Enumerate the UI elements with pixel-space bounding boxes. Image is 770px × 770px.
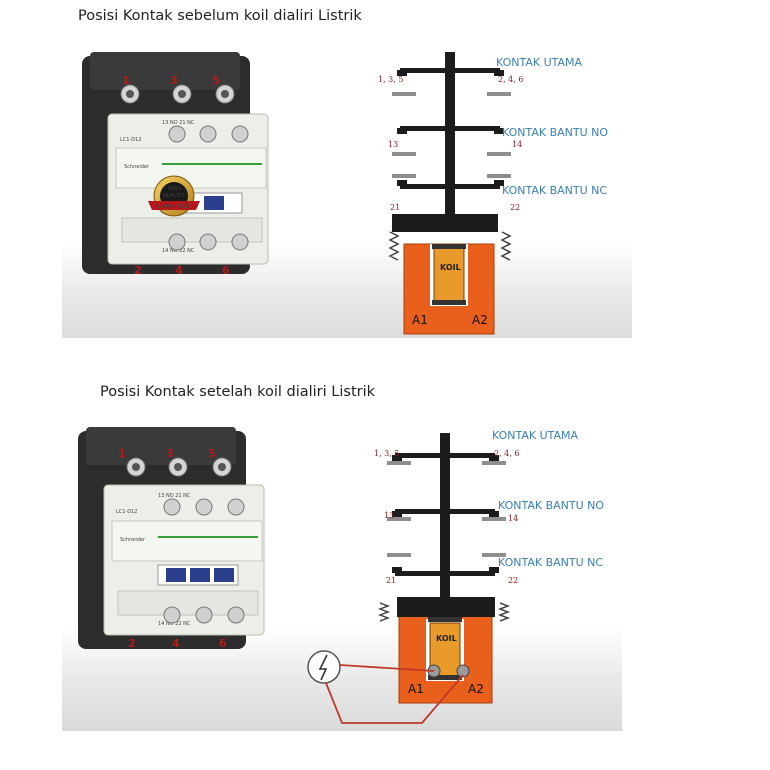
- top-terminal-screws: [120, 84, 235, 104]
- pins-2-4-6: 2, 4, 6: [494, 449, 519, 458]
- lightning-icon: [318, 654, 328, 681]
- badge-line2: QUALITY: [163, 193, 185, 199]
- contactor-photo: 1 3 5 LC1-D12 Schneider 13 NO 21 NC 14 N…: [82, 52, 269, 277]
- brand-label: Schneider: [120, 537, 146, 543]
- shaft: [440, 433, 450, 599]
- aux-bottom-label: 14 NO 22 NC: [158, 621, 191, 627]
- pin-14: 14: [512, 140, 522, 149]
- spring-right: [497, 602, 511, 622]
- brand-label: Schneider: [124, 164, 150, 170]
- diagram-before: 1 3 5 LC1-D12 Schneider 13 NO 21 NC 14 N…: [62, 52, 632, 338]
- aux-bottom-label: 14 NO 22 NC: [162, 248, 195, 254]
- top-terminal-1: 1: [118, 447, 126, 460]
- pin-13: 13: [384, 511, 394, 520]
- armature-block: [392, 214, 498, 232]
- pins-2-4-6: 2, 4, 6: [498, 75, 523, 84]
- pin-21: 21: [390, 203, 400, 212]
- pin-22: 22: [510, 203, 520, 212]
- diagram-after: 1 3 5 LC1-D12 Schneider 13 NO 21 NC 14 N…: [62, 427, 622, 731]
- label-kontak-bantu-no: KONTAK BANTU NO: [498, 499, 604, 512]
- spring-right: [500, 231, 512, 261]
- bottom-terminal-4: 4: [172, 637, 180, 650]
- top-terminal-1: 1: [122, 74, 130, 87]
- shaft: [445, 52, 455, 216]
- bottom-terminal-2: 2: [128, 637, 136, 650]
- pin-13: 13: [388, 140, 398, 149]
- spring-left: [377, 602, 391, 622]
- badge-line3: GUARANTEED: [155, 204, 190, 210]
- bottom-terminal-6: 6: [219, 637, 227, 650]
- label-kontak-bantu-nc: KONTAK BANTU NC: [498, 556, 603, 569]
- contactor-photo: 1 3 5 LC1-D12 Schneider 13 NO 21 NC 14 N…: [78, 427, 265, 650]
- pin-14: 14: [508, 514, 518, 523]
- model-label: LC1-D12: [120, 137, 141, 143]
- top-terminal-3: 3: [170, 74, 178, 87]
- terminal-a1: A1: [408, 682, 424, 696]
- spring-left: [388, 231, 400, 261]
- pins-1-3-5: 1, 3, 5: [374, 449, 399, 458]
- caption-before: Posisi Kontak sebelum koil dialiri Listr…: [78, 8, 362, 24]
- bottom-terminal-2: 2: [134, 264, 142, 277]
- power-source-icon: [307, 650, 341, 684]
- terminal-a2: A2: [472, 313, 488, 327]
- coil-label: KOIL: [436, 634, 457, 643]
- bottom-terminal-6: 6: [222, 264, 230, 277]
- contact-diagram-before: KOIL A1 A2 KONTAK UTAMA KONTAK BANTU NO …: [378, 52, 608, 335]
- caption-after: Posisi Kontak setelah koil dialiri Listr…: [100, 384, 376, 400]
- label-kontak-bantu-nc: KONTAK BANTU NC: [502, 184, 607, 197]
- aux-top-label: 13 NO 21 NC: [162, 120, 195, 126]
- coil-label: KOIL: [440, 263, 461, 272]
- pin-21: 21: [386, 576, 396, 585]
- wire-a1: [339, 664, 435, 672]
- top-terminal-5: 5: [208, 447, 216, 460]
- label-kontak-bantu-no: KONTAK BANTU NO: [502, 126, 608, 139]
- top-terminal-3: 3: [166, 447, 174, 460]
- top-terminal-5: 5: [212, 74, 220, 87]
- label-kontak-utama: KONTAK UTAMA: [492, 429, 579, 442]
- pin-22: 22: [508, 576, 518, 585]
- pins-1-3-5: 1, 3, 5: [378, 75, 403, 84]
- armature-block: [397, 597, 495, 617]
- quality-badge: HIGH QUALITY GUARANTEED: [148, 175, 200, 217]
- wire-a2: [325, 674, 464, 724]
- badge-line1: HIGH: [168, 186, 181, 192]
- terminal-a1: A1: [412, 313, 428, 327]
- model-label: LC1-D12: [116, 509, 137, 515]
- bottom-terminal-4: 4: [175, 264, 183, 277]
- label-kontak-utama: KONTAK UTAMA: [496, 56, 583, 69]
- aux-top-label: 13 NO 21 NC: [158, 493, 191, 499]
- contact-diagram-after: KOIL A1 A2 KONTAK UTAMA KONTAK BANTU NO: [307, 429, 604, 724]
- terminal-a2: A2: [468, 682, 484, 696]
